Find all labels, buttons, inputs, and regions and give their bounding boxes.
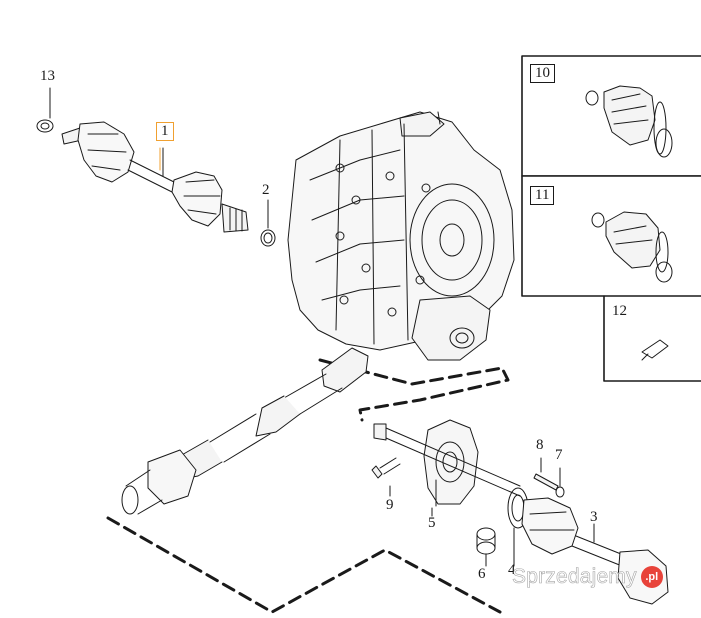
callout-13: 13 bbox=[40, 68, 55, 84]
callout-2: 2 bbox=[262, 182, 270, 198]
callout-1: 1 bbox=[156, 122, 174, 141]
callout-8: 8 bbox=[536, 437, 544, 453]
propeller-shaft bbox=[121, 347, 369, 515]
sleeve-6 bbox=[476, 527, 496, 555]
callout-10: 10 bbox=[530, 64, 555, 83]
drive-shaft-1 bbox=[61, 121, 249, 233]
leader-lines bbox=[49, 87, 515, 567]
callout-6: 6 bbox=[478, 566, 486, 582]
inset-panel-12 bbox=[603, 295, 701, 382]
callout-3: 3 bbox=[590, 509, 598, 525]
transmission-housing bbox=[287, 111, 515, 361]
watermark-text: Sprzedajemy bbox=[512, 565, 637, 589]
circlip-13 bbox=[36, 107, 54, 133]
bearing-bracket-5 bbox=[423, 419, 479, 507]
drive-shaft-3 bbox=[521, 497, 669, 605]
nut-7 bbox=[555, 467, 565, 498]
dashed-outline bbox=[106, 358, 510, 614]
callout-9: 9 bbox=[386, 497, 394, 513]
callout-11: 11 bbox=[530, 186, 555, 205]
watermark-badge: .pl bbox=[640, 566, 663, 588]
intermediate-shaft bbox=[373, 423, 521, 497]
snap-ring-2 bbox=[260, 199, 276, 247]
callout-7: 7 bbox=[555, 447, 563, 463]
callout-4: 4 bbox=[508, 562, 516, 578]
callout-5: 5 bbox=[428, 515, 436, 531]
watermark: Sprzedajemy .pl bbox=[512, 564, 663, 590]
callout-12: 12 bbox=[612, 303, 627, 319]
bolt-9 bbox=[371, 457, 401, 497]
